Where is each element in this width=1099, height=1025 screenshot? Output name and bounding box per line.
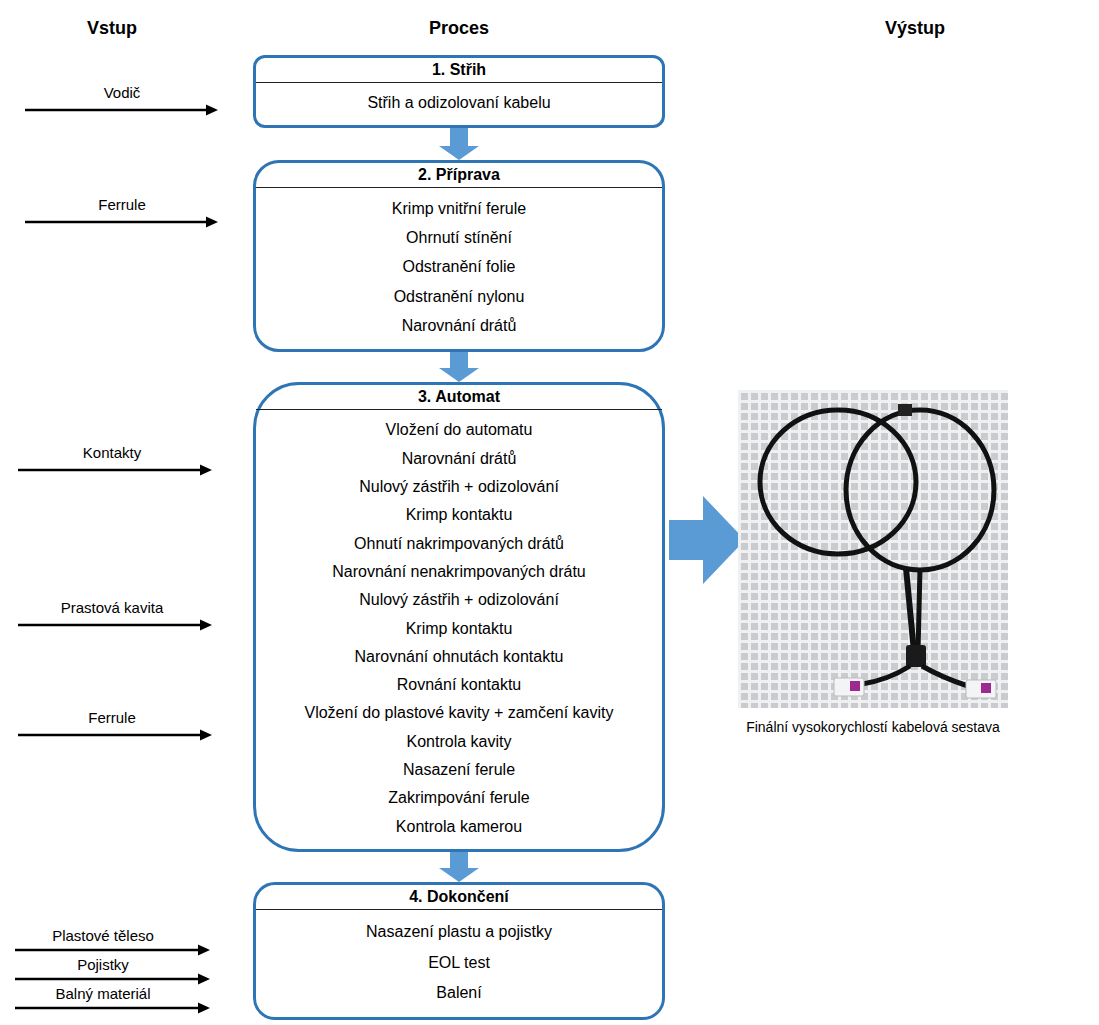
column-header: Proces xyxy=(429,19,489,37)
output-arrow xyxy=(669,496,745,584)
step-item: Nasazení plastu a pojistky xyxy=(264,922,654,942)
step-item: Odstranění nylonu xyxy=(264,287,654,307)
step-item: Nulový zástřih + odizolování xyxy=(264,590,654,610)
input-label: Kontakty xyxy=(83,444,141,462)
step-item: Narovnání drátů xyxy=(264,449,654,469)
column-header: Výstup xyxy=(885,19,945,37)
step-item: EOL test xyxy=(264,953,654,973)
step-item: Zakrimpování ferule xyxy=(264,788,654,808)
process-box: 1. StřihStřih a odizolovaní kabelu xyxy=(253,55,665,128)
input-label: Vodič xyxy=(104,84,141,102)
step-item: Balení xyxy=(264,983,654,1003)
step-heading: 4. Dokončení xyxy=(256,885,662,910)
flow-arrow xyxy=(439,128,479,160)
step-item: Kontrola kamerou xyxy=(264,817,654,837)
step-item: Vložení do plastové kavity + zamčení kav… xyxy=(264,703,654,723)
step-item: Krimp vnitřní ferule xyxy=(264,199,654,219)
step-heading: 2. Příprava xyxy=(256,163,662,188)
product-photo xyxy=(738,390,1008,708)
flow-arrow xyxy=(439,352,479,382)
step-item: Ohnutí nakrimpovaných drátů xyxy=(264,534,654,554)
step-item: Rovnání kontaktu xyxy=(264,675,654,695)
step-item: Narovnání nenakrimpovaných drátu xyxy=(264,562,654,582)
step-item: Krimp kontaktu xyxy=(264,505,654,525)
flow-arrow xyxy=(439,852,479,882)
step-item: Střih a odizolovaní kabelu xyxy=(264,93,654,113)
step-item: Narovnání ohnutách kontaktu xyxy=(264,647,654,667)
step-list: Krimp vnitřní feruleOhrnutí stíněníOdstr… xyxy=(256,188,662,349)
input-label: Plastové těleso xyxy=(52,927,154,945)
column-header: Vstup xyxy=(87,19,137,37)
input-label: Balný materiál xyxy=(55,985,150,1003)
step-item: Nasazení ferule xyxy=(264,760,654,780)
process-box: 4. DokončeníNasazení plastu a pojistkyEO… xyxy=(253,882,665,1020)
process-box: 3. AutomatVložení do automatuNarovnání d… xyxy=(253,382,665,852)
photo-caption: Finální vysokorychlostí kabelová sestava xyxy=(746,718,1000,736)
input-arrows xyxy=(15,105,218,1014)
step-item: Odstranění folie xyxy=(264,257,654,277)
step-item: Kontrola kavity xyxy=(264,732,654,752)
step-item: Ohrnutí stínění xyxy=(264,228,654,248)
step-item: Vložení do automatu xyxy=(264,420,654,440)
input-label: Ferrule xyxy=(88,709,136,727)
step-heading: 1. Střih xyxy=(256,58,662,83)
input-label: Pojistky xyxy=(77,956,129,974)
step-list: Nasazení plastu a pojistkyEOL testBalení xyxy=(256,910,662,1017)
input-label: Ferrule xyxy=(98,196,146,214)
process-box: 2. PřípravaKrimp vnitřní feruleOhrnutí s… xyxy=(253,160,665,352)
step-list: Vložení do automatuNarovnání drátůNulový… xyxy=(256,410,662,849)
step-item: Nulový zástřih + odizolování xyxy=(264,477,654,497)
input-label: Prastová kavita xyxy=(61,599,164,617)
step-item: Narovnání drátů xyxy=(264,316,654,336)
step-item: Krimp kontaktu xyxy=(264,619,654,639)
step-list: Střih a odizolovaní kabelu xyxy=(256,83,662,125)
step-heading: 3. Automat xyxy=(256,385,662,410)
